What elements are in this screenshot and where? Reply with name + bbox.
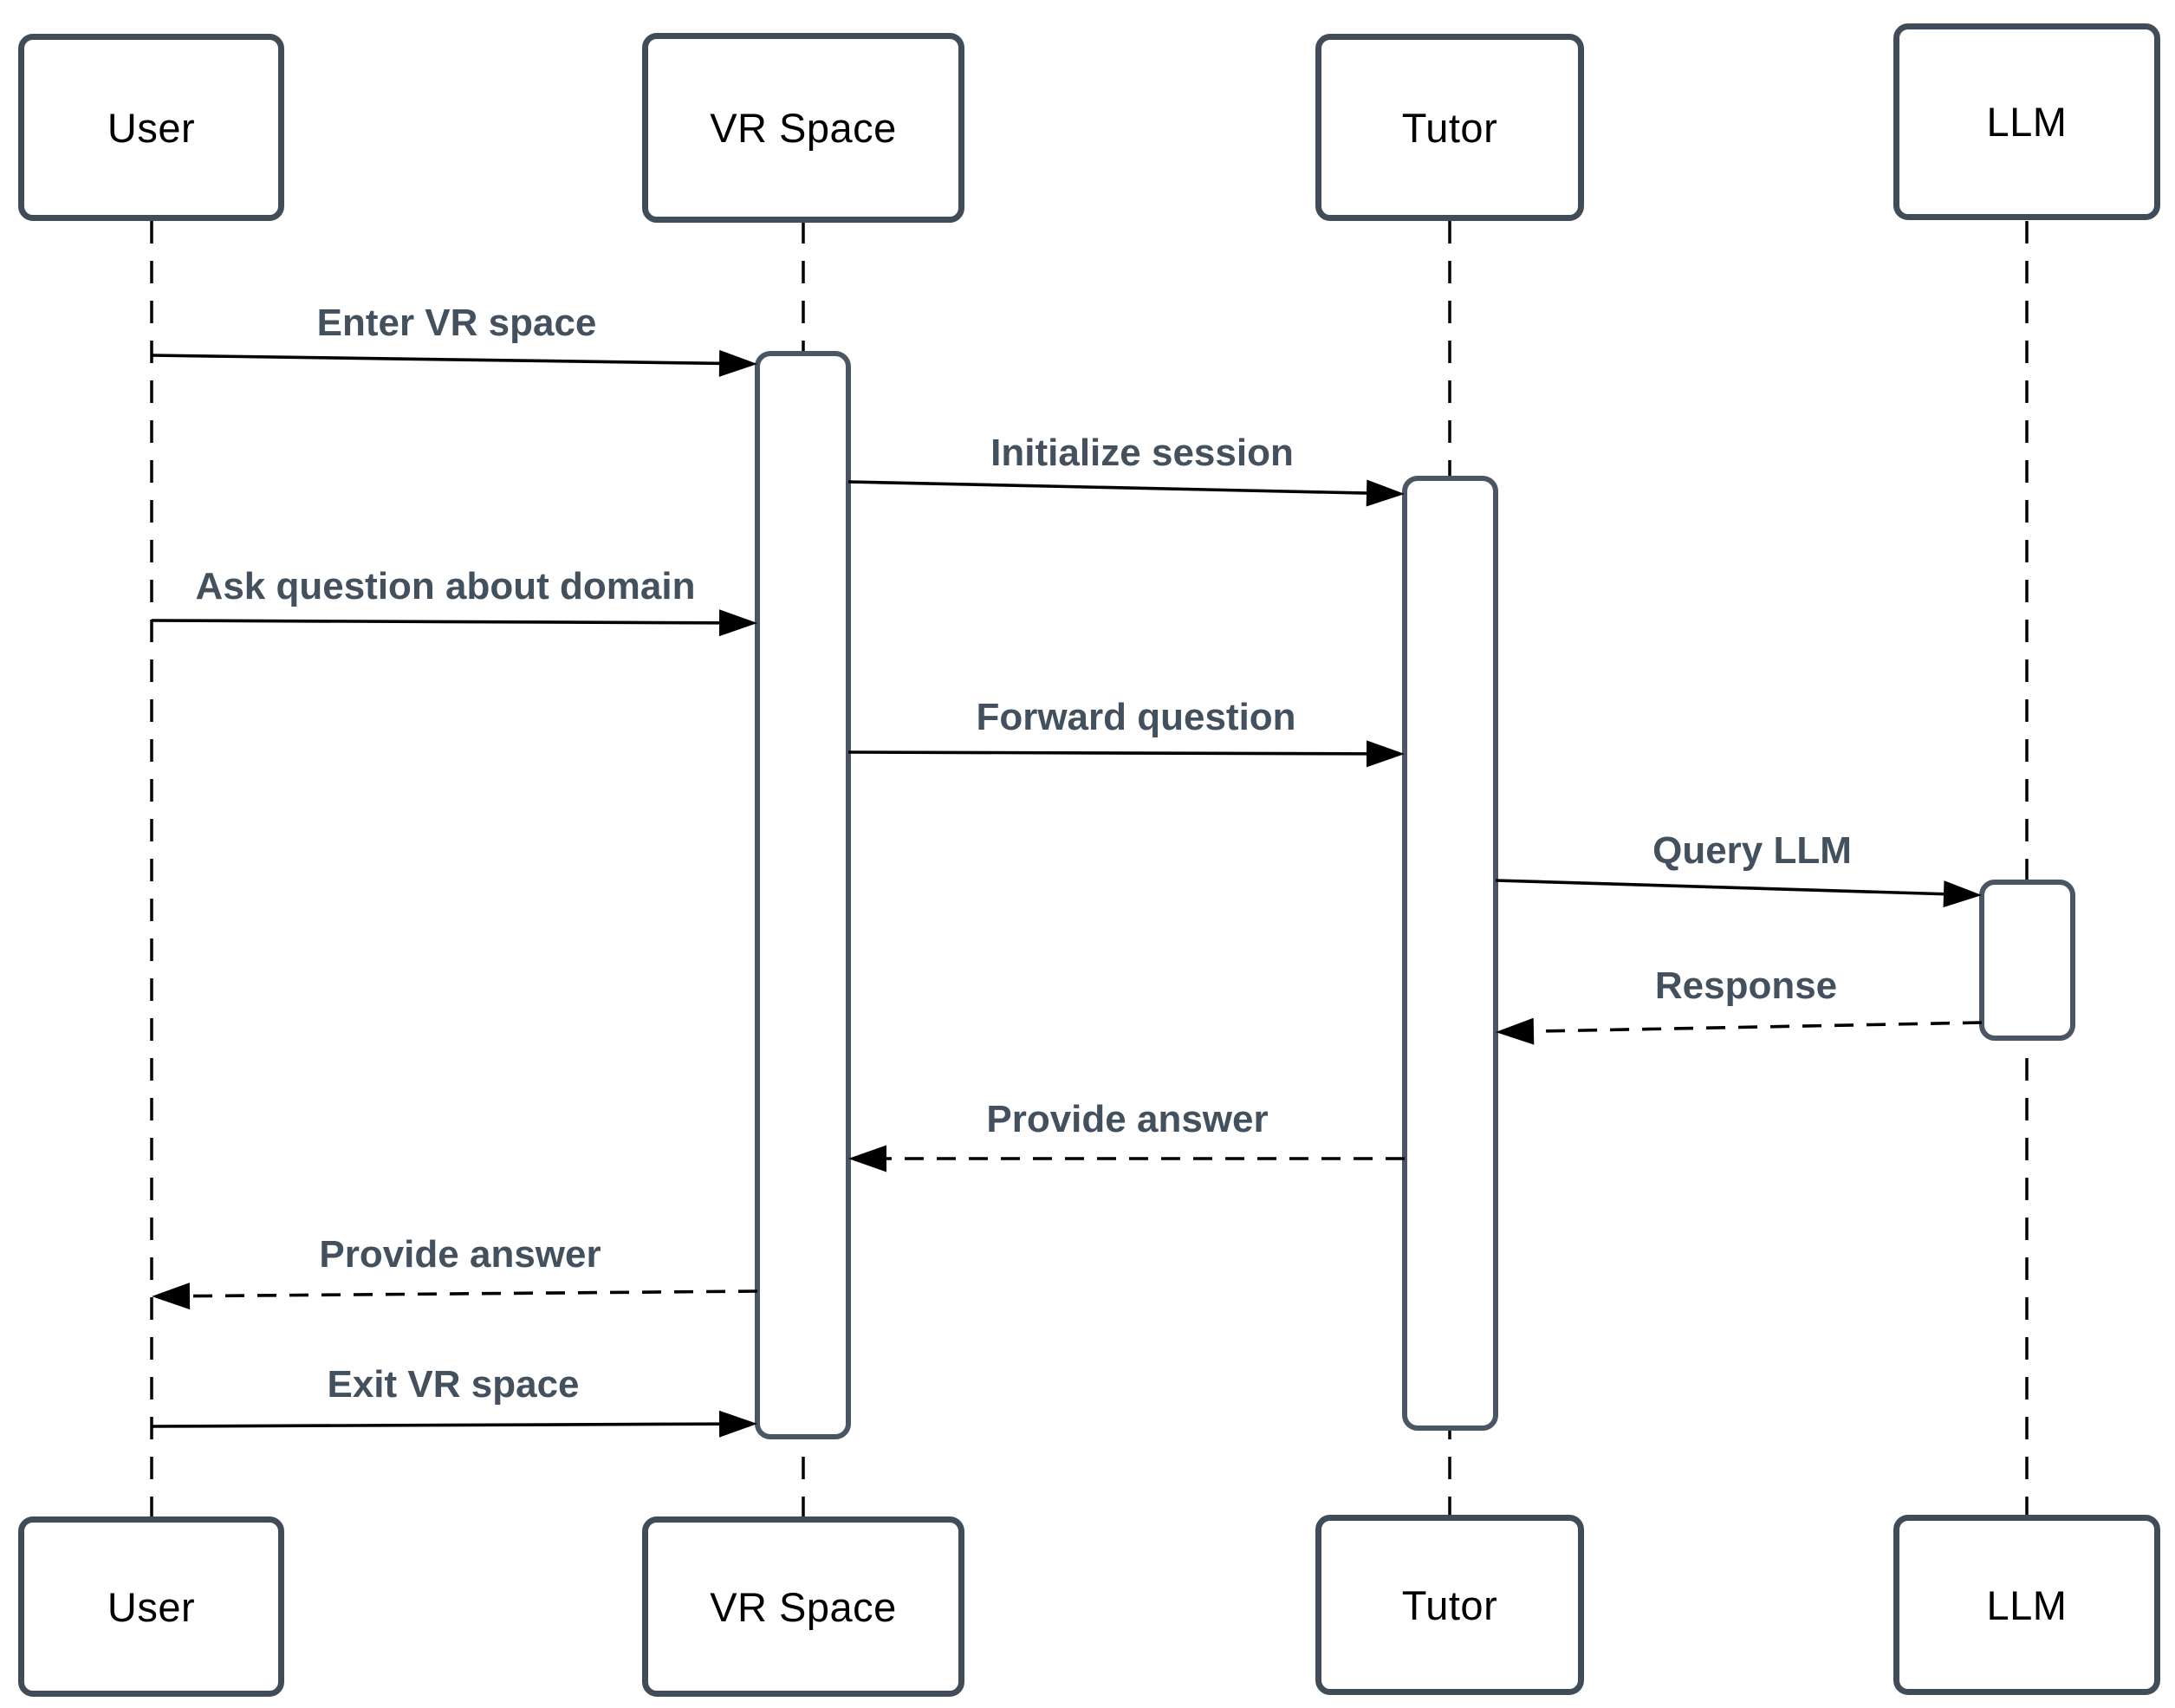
message-line-forward-question [847, 750, 1373, 756]
actor-box-tutor-top: Tutor [1315, 34, 1584, 221]
arrowhead-provide-answer-tutor [848, 1145, 886, 1172]
actor-label-llm-bottom: LLM [1986, 1581, 2068, 1628]
actor-box-vr-space-top: VR Space [642, 33, 964, 223]
arrowhead-response [1496, 1017, 1535, 1045]
arrowhead-initialize-session [1366, 479, 1405, 507]
message-label-enter-vr-space: Enter VR space [316, 302, 597, 344]
actor-label-llm-top: LLM [1986, 99, 2068, 145]
actor-box-vr-space-bottom: VR Space [642, 1516, 964, 1697]
message-label-initialize-session: Initialize session [990, 432, 1294, 474]
message-label-provide-answer-user: Provide answer [319, 1233, 601, 1276]
actor-label-tutor-top: Tutor [1401, 104, 1498, 151]
actor-box-tutor-bottom: Tutor [1315, 1515, 1584, 1695]
arrowhead-provide-answer-user [152, 1283, 191, 1310]
message-line-query-llm [1495, 879, 1950, 896]
message-line-exit-vr-space [151, 1422, 725, 1428]
actor-label-tutor-bottom: Tutor [1401, 1581, 1498, 1628]
llm-activation-bar [1979, 880, 2075, 1041]
message-label-exit-vr-space: Exit VR space [327, 1363, 580, 1406]
message-label-ask-question: Ask question about domain [195, 565, 696, 607]
actor-label-vr-space-bottom: VR Space [710, 1583, 897, 1630]
arrowhead-ask-question [718, 609, 757, 637]
actor-box-llm-bottom: LLM [1893, 1515, 2160, 1695]
arrowhead-enter-vr-space [718, 349, 757, 377]
message-line-initialize-session [847, 480, 1373, 495]
tutor-activation-bar [1402, 476, 1498, 1431]
message-line-enter-vr-space [151, 354, 725, 366]
message-line-provide-answer-user [184, 1289, 758, 1298]
message-label-response: Response [1654, 964, 1838, 1007]
actor-box-user-top: User [18, 34, 284, 221]
message-label-provide-answer-tutor: Provide answer [986, 1098, 1269, 1140]
actor-box-user-bottom: User [18, 1516, 284, 1697]
arrowhead-forward-question [1366, 740, 1405, 768]
message-line-ask-question [151, 619, 725, 625]
message-line-response [1528, 1021, 1983, 1034]
actor-label-user-bottom: User [107, 1583, 196, 1630]
message-label-forward-question: Forward question [976, 696, 1296, 738]
message-label-query-llm: Query LLM [1652, 829, 1852, 872]
actor-label-user-top: User [107, 104, 196, 151]
arrowhead-query-llm [1943, 880, 1982, 908]
vr-space-activation-bar [755, 351, 851, 1439]
actor-box-llm-top: LLM [1893, 23, 2160, 220]
actor-label-vr-space-top: VR Space [710, 105, 897, 151]
arrowhead-exit-vr-space [718, 1410, 757, 1438]
